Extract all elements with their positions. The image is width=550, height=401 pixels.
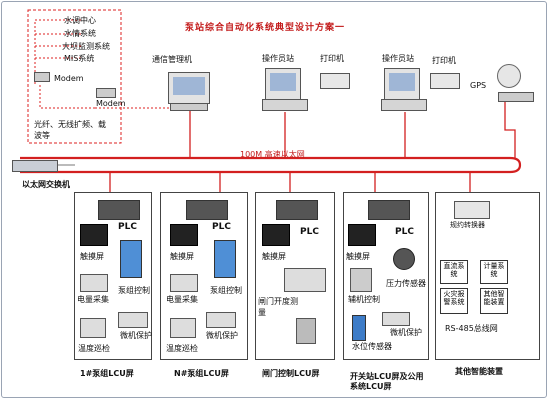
item-label: 压力传感器 [386, 279, 426, 288]
item-label: 温度巡检 [78, 344, 110, 353]
inspector-icon [80, 318, 106, 338]
external-item: 水调中心 [64, 16, 96, 25]
switch-icon [12, 160, 58, 172]
modem-label: Modem [54, 74, 84, 83]
item-label: 泵组控制 [118, 286, 150, 295]
plc-icon [98, 200, 140, 220]
rs485-label: RS-485总线网 [445, 324, 498, 333]
level-sensor-icon [352, 315, 366, 341]
motor-icon [350, 268, 372, 292]
item-label: 电量采集 [77, 295, 109, 304]
item-label: 触摸屏 [346, 252, 370, 261]
item-label: 微机保护 [120, 331, 152, 340]
external-item: 大坝监测系统 [62, 42, 110, 51]
panel-caption: 开关站LCU屏及公用系统LCU屏 [350, 372, 424, 392]
keyboard-icon [170, 103, 208, 111]
computer-case-icon [381, 99, 427, 111]
plc-label: PLC [395, 227, 414, 237]
pump-icon [120, 240, 142, 278]
relay-icon [206, 312, 236, 328]
printer-label: 打印机 [432, 56, 456, 65]
plc-icon [368, 200, 410, 220]
diagram-title: 泵站综合自动化系统典型设计方案一 [185, 23, 346, 33]
item-label: 泵组控制 [210, 286, 242, 295]
op-station-label: 操作员站 [382, 54, 414, 63]
gps-receiver-icon [498, 92, 534, 102]
monitor-icon [384, 68, 420, 100]
item-label: 闸门开度测量 [258, 297, 298, 318]
smart-box: 其他智能装置 [480, 288, 508, 314]
touchscreen-icon [80, 224, 108, 246]
inspector-icon [170, 318, 196, 338]
gate-meter-icon [284, 268, 326, 292]
plc-label: PLC [118, 222, 137, 232]
relay-icon [118, 312, 148, 328]
panel-caption: 其他智能装置 [455, 367, 503, 376]
converter-label: 规约转换器 [450, 221, 485, 229]
switch-label: 以太网交换机 [22, 180, 70, 189]
gps-label: GPS [470, 81, 487, 90]
pressure-gauge-icon [393, 248, 415, 270]
item-label: 温度巡检 [166, 344, 198, 353]
item-label: 触摸屏 [170, 252, 194, 261]
touchscreen-icon [262, 224, 290, 246]
touchscreen-icon [170, 224, 198, 246]
gps-dish-icon [497, 64, 521, 88]
sensor-icon [296, 318, 316, 344]
ethernet-ring [20, 156, 522, 174]
external-item: 水情系统 [64, 29, 96, 38]
smart-box: 火灾报警系统 [440, 288, 468, 314]
pump-icon [214, 240, 236, 278]
panel-caption: N#泵组LCU屏 [174, 369, 229, 378]
monitor-icon [265, 68, 301, 100]
plc-label: PLC [212, 222, 231, 232]
item-label: 触摸屏 [80, 252, 104, 261]
external-item: MIS系统 [64, 54, 95, 63]
touchscreen-icon [348, 224, 376, 246]
ethernet-label: 100M 高速以太网 [240, 150, 305, 159]
modem-label: Modem [96, 99, 126, 108]
item-label: 微机保护 [390, 328, 422, 337]
panel-caption: 闸门控制LCU屏 [262, 369, 320, 378]
smart-box: 直流系统 [440, 260, 468, 284]
panel-caption: 1#泵组LCU屏 [80, 369, 134, 378]
meter-icon [80, 274, 108, 292]
converter-icon [454, 201, 490, 219]
item-label: 水位传感器 [352, 342, 392, 351]
item-label: 微机保护 [206, 331, 238, 340]
plc-label: PLC [300, 227, 319, 237]
monitor-icon [168, 72, 210, 104]
meter-icon [170, 274, 198, 292]
item-label: 电量采集 [166, 295, 198, 304]
comm-manager-label: 通信管理机 [152, 55, 192, 64]
computer-case-icon [262, 99, 308, 111]
item-label: 辅机控制 [348, 295, 380, 304]
modem-icon [96, 88, 116, 98]
printer-label: 打印机 [320, 54, 344, 63]
item-label: 触摸屏 [262, 252, 286, 261]
external-systems-box [27, 9, 122, 144]
op-station-label: 操作员站 [262, 54, 294, 63]
relay-icon [382, 312, 410, 326]
printer-icon [430, 73, 460, 89]
plc-icon [186, 200, 228, 220]
channel-label: 光纤、无线扩频、载波等 [34, 120, 106, 140]
modem-icon [34, 72, 50, 82]
smart-box: 计量系统 [480, 260, 508, 284]
plc-icon [276, 200, 318, 220]
printer-icon [320, 73, 350, 89]
